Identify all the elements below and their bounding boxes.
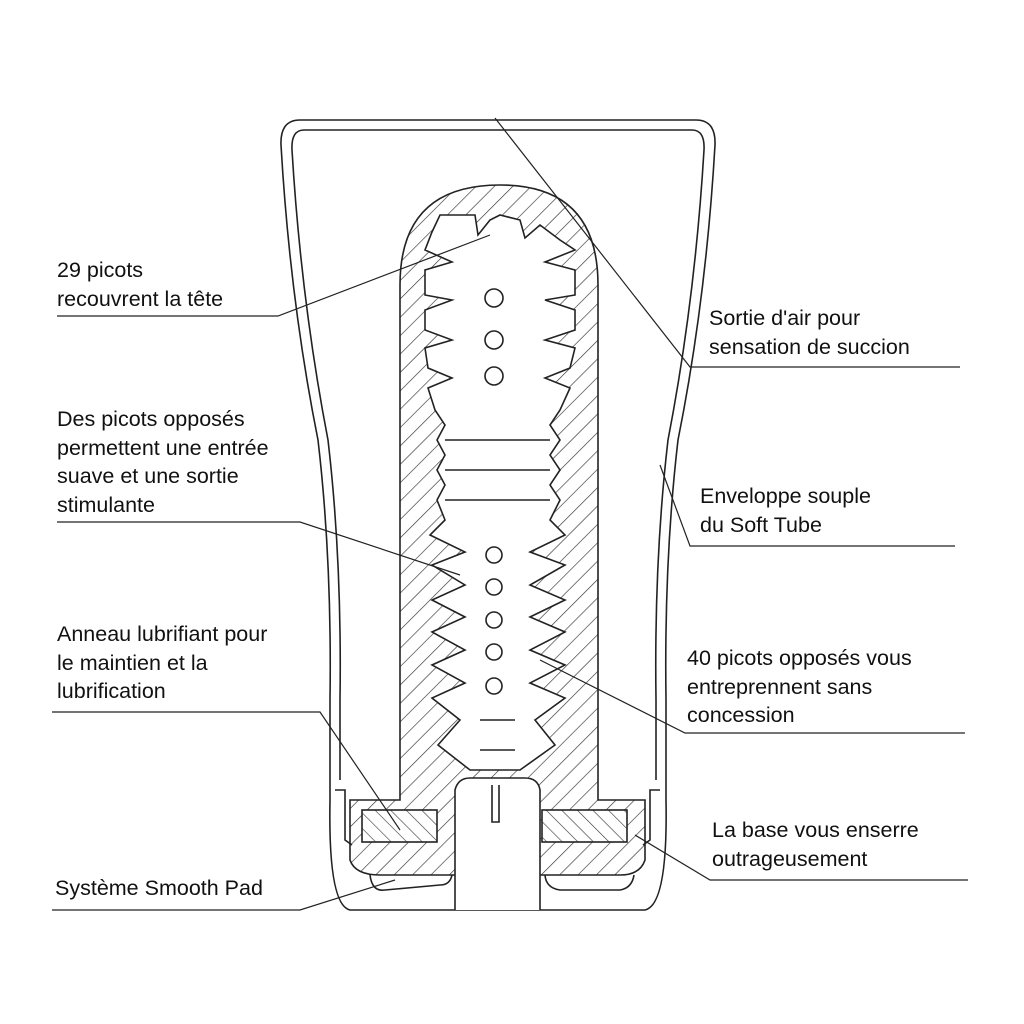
label-line: sensation de succion bbox=[709, 334, 910, 359]
label-line: outrageusement bbox=[712, 846, 868, 871]
label-line: lubrification bbox=[57, 679, 166, 703]
label-soft-shell: Enveloppe souple du Soft Tube bbox=[700, 482, 871, 539]
label-forty-spikes: 40 picots opposés vous entreprennent san… bbox=[687, 644, 912, 730]
label-line: Anneau lubrifiant pour bbox=[57, 622, 268, 646]
label-line: Enveloppe souple bbox=[700, 484, 871, 508]
lube-ring-right bbox=[541, 809, 628, 843]
air-holes bbox=[484, 288, 504, 695]
label-line: Des picots opposés bbox=[57, 407, 245, 431]
label-line: La base vous enserre bbox=[712, 818, 919, 842]
label-line: permettent une entrée bbox=[57, 435, 269, 460]
inner-channel bbox=[423, 214, 577, 771]
base-cap bbox=[454, 777, 541, 910]
label-line: Système Smooth Pad bbox=[55, 876, 263, 900]
label-line: suave et une sortie bbox=[57, 464, 239, 488]
label-line: du Soft Tube bbox=[700, 512, 822, 537]
leader-lines bbox=[52, 117, 968, 911]
lube-ring-left bbox=[361, 809, 438, 843]
label-line: stimulante bbox=[57, 492, 155, 517]
label-line: entreprennent sans bbox=[687, 674, 873, 699]
label-line: Sortie d'air pour bbox=[709, 306, 861, 330]
label-line: le maintien et la bbox=[57, 650, 208, 675]
label-line: 40 picots opposés vous bbox=[687, 646, 912, 670]
label-line: concession bbox=[687, 703, 795, 727]
label-head-spikes: 29 picots recouvrent la tête bbox=[57, 256, 223, 313]
label-smooth-pad: Système Smooth Pad bbox=[55, 874, 263, 903]
label-line: 29 picots bbox=[57, 258, 144, 282]
label-base: La base vous enserre outrageusement bbox=[712, 816, 919, 873]
label-air-outlet: Sortie d'air pour sensation de succion bbox=[709, 304, 910, 361]
label-line: recouvrent la tête bbox=[57, 286, 224, 311]
label-lube-ring: Anneau lubrifiant pour le maintien et la… bbox=[57, 620, 267, 706]
label-opposed-spikes: Des picots opposés permettent une entrée… bbox=[57, 405, 269, 519]
soft-tube-shell bbox=[280, 119, 716, 911]
